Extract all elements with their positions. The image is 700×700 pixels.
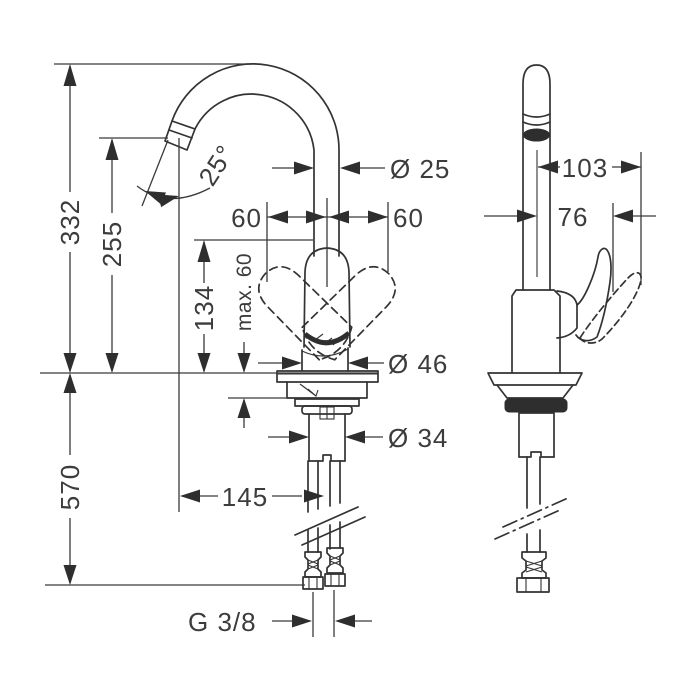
supply-hose-side [494,456,569,593]
dim-134-label: 134 [189,285,219,331]
dim-thread-label: G 3/8 [188,607,257,637]
faucet-body-front [276,347,379,462]
base-flange-side [487,372,583,386]
aerator-joint-line2 [168,129,193,139]
side-view [487,64,642,593]
hose-connector-side [521,551,547,579]
handle-swivel-left-dashed [248,256,358,366]
handle-lever-raised-dashed [579,271,642,344]
handle-front [248,247,406,366]
spout-outline [164,63,340,257]
aerator-joint-line [171,120,196,130]
dimensions-front: 332 570 255 134 max. 60 25° Ø 25 [40,63,450,637]
hose-break-lines [294,506,366,546]
retainer-clip [299,383,319,397]
dimensions-side: 103 76 [484,152,656,292]
aerator-outlet-dark [523,128,550,142]
dim-d46-label: Ø 46 [388,349,448,379]
dim-332-label: 332 [55,199,85,245]
shank-bottom [308,454,346,462]
body-top-rim [301,348,349,357]
hose-break-lines-side [494,497,569,540]
dim-60-left-label: 60 [231,203,262,233]
dim-103-label: 103 [562,153,608,183]
dim-76-label: 76 [558,202,589,232]
hose-nut-right [324,573,346,587]
dim-angle-label: 25° [192,139,240,191]
aerator-band-side [522,113,551,126]
dim-max60-label: max. 60 [233,253,256,331]
spout-angle-line [141,139,169,207]
base-flange [276,370,379,383]
dim-d34-label: Ø 34 [388,423,448,453]
dim-570-label: 570 [55,464,85,510]
spout-column-side [522,64,551,291]
seal-ring-upper [294,398,360,407]
handle-socket-side [556,290,578,339]
handle-base-dark-arc [303,331,351,346]
front-view [164,63,406,590]
faucet-body-side [487,247,642,458]
handle-base-hatch [314,333,342,346]
hose-connector-left [304,551,322,578]
dim-255-label: 255 [97,221,127,267]
dim-60-right-label: 60 [393,203,424,233]
shank-bottom-side [518,451,555,458]
handle-lever-solid [575,247,612,342]
dim-d25-label: Ø 25 [390,154,450,184]
seal-ring-side [504,398,568,413]
hose-nut-left [302,576,324,590]
dim-145-label: 145 [222,482,268,512]
supply-hoses-front [294,460,366,590]
hose-nut-side [516,577,550,593]
hose-connector-right [326,547,344,574]
